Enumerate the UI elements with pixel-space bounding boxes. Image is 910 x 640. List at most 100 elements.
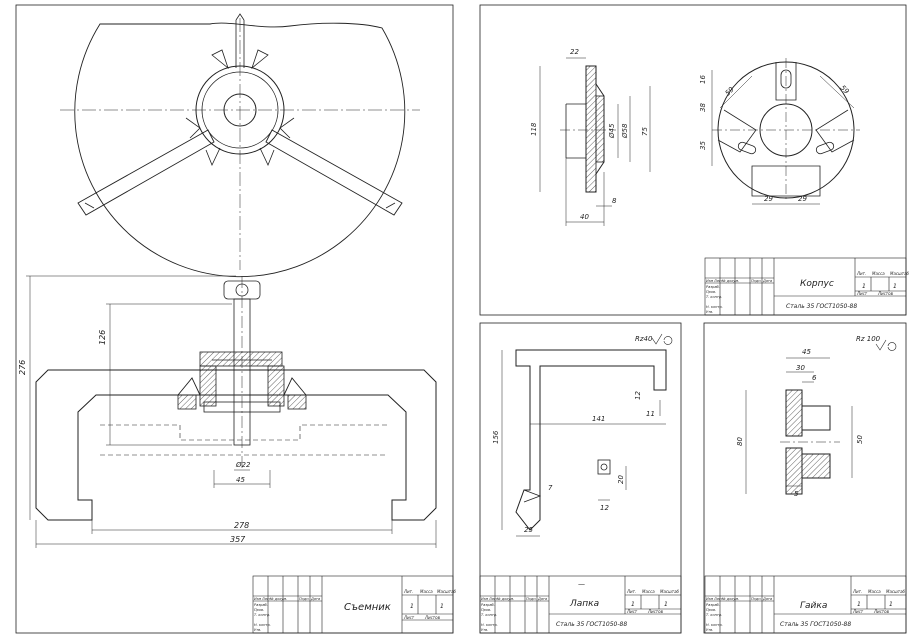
nut-dim-5: 5 [794, 490, 799, 498]
assembly-tb-h0: Изм [254, 597, 261, 601]
arm-title-block [479, 575, 682, 634]
arm-dim-12: 12 [634, 391, 642, 400]
housing-dimensions [539, 57, 651, 226]
nut-tb-r0: Разраб. [706, 603, 720, 607]
housing-dim-40: 40 [580, 213, 589, 221]
arm-tb-lit: Лит. [626, 589, 636, 594]
arm-roughness: Rz40 [635, 335, 653, 343]
assembly-title: Съемник [344, 602, 391, 613]
housing-tb-h2: № докум. [721, 279, 739, 283]
assembly-frame [15, 4, 454, 634]
assembly-tb-r4: Утв. [254, 628, 261, 632]
housing-dim-22: 22 [570, 48, 579, 56]
assembly-tb-scale: Масштаб [437, 589, 457, 594]
arm-tb-r2: Т. контр. [481, 613, 497, 617]
assembly-tb-r2: Т. контр. [254, 613, 270, 617]
nut-tb-r4: Утв. [706, 628, 713, 632]
housing-material: Сталь 35 ГОСТ1050-88 [786, 303, 857, 310]
nut-roughness-mark [875, 339, 897, 351]
assembly-tb-h2: № докум. [269, 597, 287, 601]
housing-tb-h1: Лист [713, 279, 724, 283]
arm-dim-7: 7 [548, 484, 553, 492]
assembly-tb-lists: Листов [424, 615, 441, 620]
arm-sheets-total: 1 [664, 601, 668, 608]
nut-tb-lit: Лит. [852, 589, 862, 594]
housing-tb-h4: Дата [762, 279, 772, 283]
housing-tb-list: Лист [856, 291, 868, 296]
housing-tb-scale: Масштаб [890, 271, 910, 276]
housing-dim-118: 118 [530, 122, 538, 136]
arm-dim-11: 11 [646, 410, 655, 418]
assembly-title-block [252, 575, 454, 634]
assembly-sheets-total: 1 [440, 603, 444, 610]
arm-tb-h4: Дата [537, 597, 547, 601]
arm-tb-r3: Н. контр. [481, 623, 498, 627]
housing-dim-29-right: 29 [798, 195, 807, 203]
nut-tb-mass: Масса [868, 589, 881, 594]
housing-sheet-no: 1 [862, 283, 866, 290]
nut-tb-h1: Лист [713, 597, 724, 601]
housing-dim-29-left: 29 [764, 195, 773, 203]
nut-dim-30: 30 [796, 364, 805, 372]
arm-tb-r0: Разраб. [481, 603, 495, 607]
arm-dim-20: 20 [617, 475, 625, 484]
housing-tb-mass: Масса [872, 271, 885, 276]
housing-sheets-total: 1 [893, 283, 897, 290]
arm-dim-25: 25 [524, 526, 533, 534]
nut-title: Гайка [800, 601, 827, 611]
nut-tb-scale: Масштаб [886, 589, 906, 594]
housing-dim-8: 8 [612, 197, 617, 205]
housing-dim-35: 35 [699, 141, 707, 150]
housing-tb-r3: Н. контр. [706, 305, 723, 309]
nut-material: Сталь 35 ГОСТ1050-88 [780, 621, 851, 628]
housing-dim-75: 75 [641, 127, 649, 136]
arm-tb-h2: № докум. [496, 597, 514, 601]
arm-tb-h0: Изм [481, 597, 488, 601]
arm-dimensions [501, 350, 666, 537]
assembly-tb-mass: Масса [420, 589, 433, 594]
assembly-tb-h1: Лист [261, 597, 272, 601]
arm-view [515, 349, 667, 531]
assembly-tb-r0: Разраб. [254, 603, 268, 607]
housing-title-block [704, 257, 907, 316]
housing-end-dimensions [711, 70, 855, 205]
housing-tb-r2: Т. контр. [706, 295, 722, 299]
assembly-tb-h4: Дата [310, 597, 320, 601]
assembly-tb-lit: Лит. [403, 589, 413, 594]
arm-sheet-no: 1 [631, 601, 635, 608]
nut-section-view [780, 389, 840, 495]
nut-tb-h4: Дата [762, 597, 772, 601]
assembly-front-view [35, 276, 437, 521]
nut-tb-h3: Подп. [751, 597, 762, 601]
assembly-sheet-no: 1 [410, 603, 414, 610]
assembly-top-view [60, 13, 420, 278]
nut-sheets-total: 1 [889, 601, 893, 608]
arm-tb-h1: Лист [488, 597, 499, 601]
arm-tb-h3: Подп. [526, 597, 537, 601]
assembly-tb-r1: Пров. [254, 608, 264, 612]
dim-inner-width: 45 [236, 476, 245, 484]
housing-tb-lit: Лит. [856, 271, 866, 276]
nut-dimensions [745, 357, 853, 494]
arm-tb-lists: Листов [647, 609, 664, 614]
nut-dim-6: 6 [812, 374, 817, 382]
assembly-tb-r3: Н. контр. [254, 623, 271, 627]
nut-tb-r1: Пров. [706, 608, 716, 612]
dim-total-height: 276 [18, 360, 27, 375]
arm-tb-r4: Утв. [481, 628, 488, 632]
housing-tb-lists: Листов [877, 291, 894, 296]
nut-dim-45: 45 [802, 348, 811, 356]
arm-material: Сталь 35 ГОСТ1050-88 [556, 621, 627, 628]
arm-dim-12b: 12 [600, 504, 609, 512]
nut-title-block [704, 575, 907, 634]
housing-dim-16: 16 [699, 75, 707, 84]
housing-end-view [712, 58, 860, 202]
nut-tb-r3: Н. контр. [706, 623, 723, 627]
housing-tb-h0: Изм [706, 279, 713, 283]
assembly-dimensions [26, 275, 437, 548]
arm-tb-list: Лист [626, 609, 638, 614]
dim-rod-diameter: Ø22 [235, 461, 251, 469]
housing-frame [479, 4, 907, 316]
nut-dim-50: 50 [856, 435, 864, 444]
